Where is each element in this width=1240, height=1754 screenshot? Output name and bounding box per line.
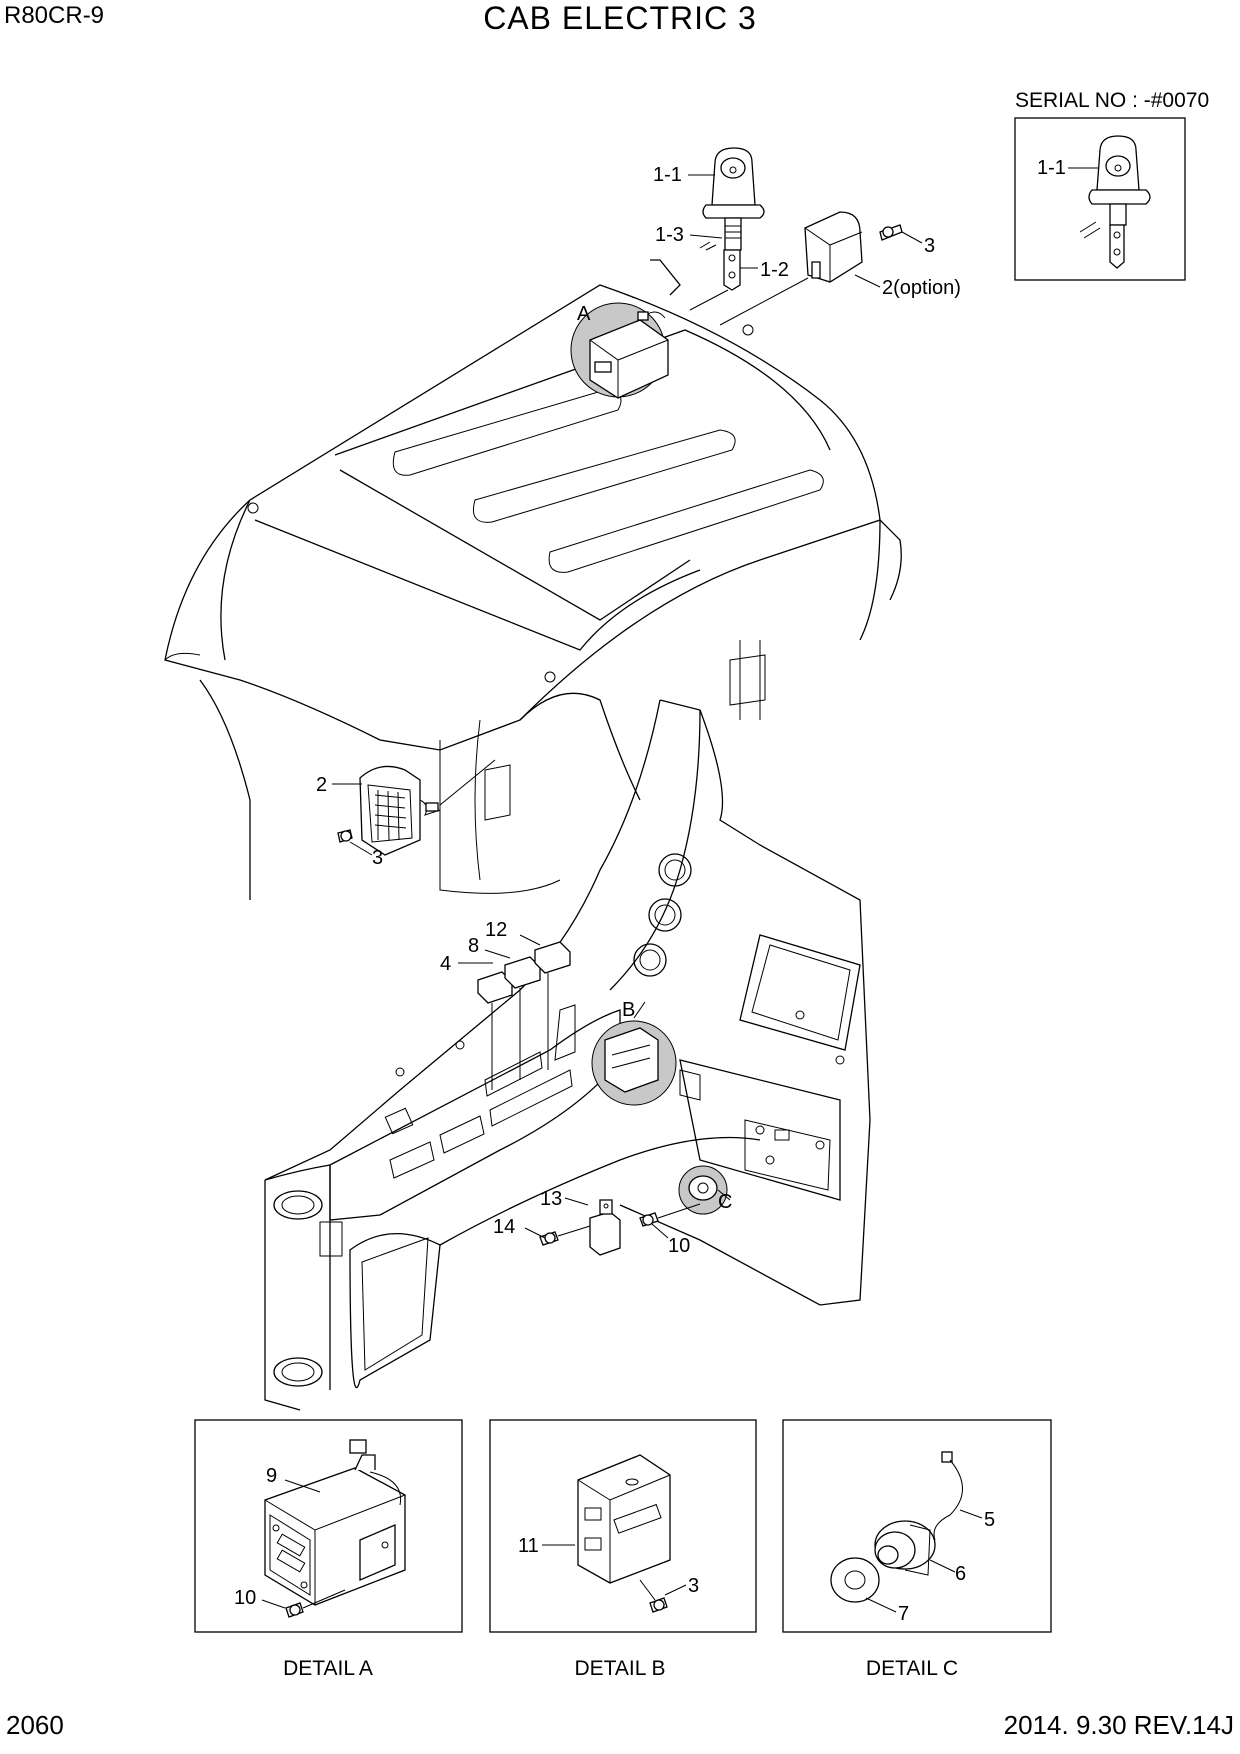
detail-b-callout-11: 11 — [518, 1535, 539, 1557]
callout-10: 10 — [668, 1235, 690, 1257]
detail-a-marker: A — [570, 302, 669, 399]
detail-a-letter: A — [577, 303, 591, 325]
detail-b-marker: B — [591, 999, 677, 1106]
detail-c-callout-7: 7 — [898, 1603, 909, 1625]
serial-note: SERIAL NO : -#0070 — [1015, 89, 1210, 112]
cab-roof — [164, 259, 902, 900]
detail-b-caption: DETAIL B — [574, 1657, 665, 1680]
callout-13: 13 — [540, 1188, 562, 1210]
callout-4: 4 — [440, 953, 451, 975]
detail-c-box — [782, 1419, 1052, 1633]
inset-callout-1-1: 1-1 — [1037, 157, 1066, 179]
detail-a-box — [194, 1419, 463, 1633]
callout-14: 14 — [493, 1216, 515, 1238]
detail-c-callout-5: 5 — [984, 1509, 995, 1531]
callout-1-3: 1-3 — [655, 224, 684, 246]
rocker-switches — [477, 941, 571, 1090]
callout-3-top: 3 — [924, 235, 935, 257]
callout-2-option: 2(option) — [882, 277, 961, 299]
page-number: 2060 — [6, 1710, 64, 1740]
beacon-lamp — [699, 147, 765, 291]
callout-2-left: 2 — [316, 774, 327, 796]
detail-c-caption: DETAIL C — [866, 1657, 958, 1680]
detail-b-box — [489, 1419, 757, 1633]
model-code: R80CR-9 — [4, 2, 105, 29]
detail-c-marker: C — [678, 1165, 732, 1215]
revision-date: 2014. 9.30 REV.14J — [1003, 1710, 1234, 1740]
callout-3-left: 3 — [372, 847, 383, 869]
callout-1-1: 1-1 — [653, 164, 682, 186]
page-title: CAB ELECTRIC 3 — [483, 0, 757, 36]
serial-inset — [1014, 117, 1186, 281]
detail-a-callout-10: 10 — [234, 1587, 256, 1609]
callout-1-2: 1-2 — [760, 259, 789, 281]
relay-and-bolts — [539, 1199, 701, 1256]
callout-8: 8 — [468, 935, 479, 957]
detail-b-letter: B — [622, 999, 635, 1021]
callout-12: 12 — [485, 919, 507, 941]
detail-a-callout-9: 9 — [266, 1465, 277, 1487]
detail-c-callout-6: 6 — [955, 1563, 966, 1585]
cab-interior — [264, 699, 871, 1411]
work-lamp — [337, 759, 496, 856]
detail-c-letter: C — [718, 1191, 732, 1213]
work-lamp-option — [804, 211, 903, 283]
detail-a-caption: DETAIL A — [283, 1657, 373, 1680]
detail-b-callout-3: 3 — [688, 1575, 699, 1597]
